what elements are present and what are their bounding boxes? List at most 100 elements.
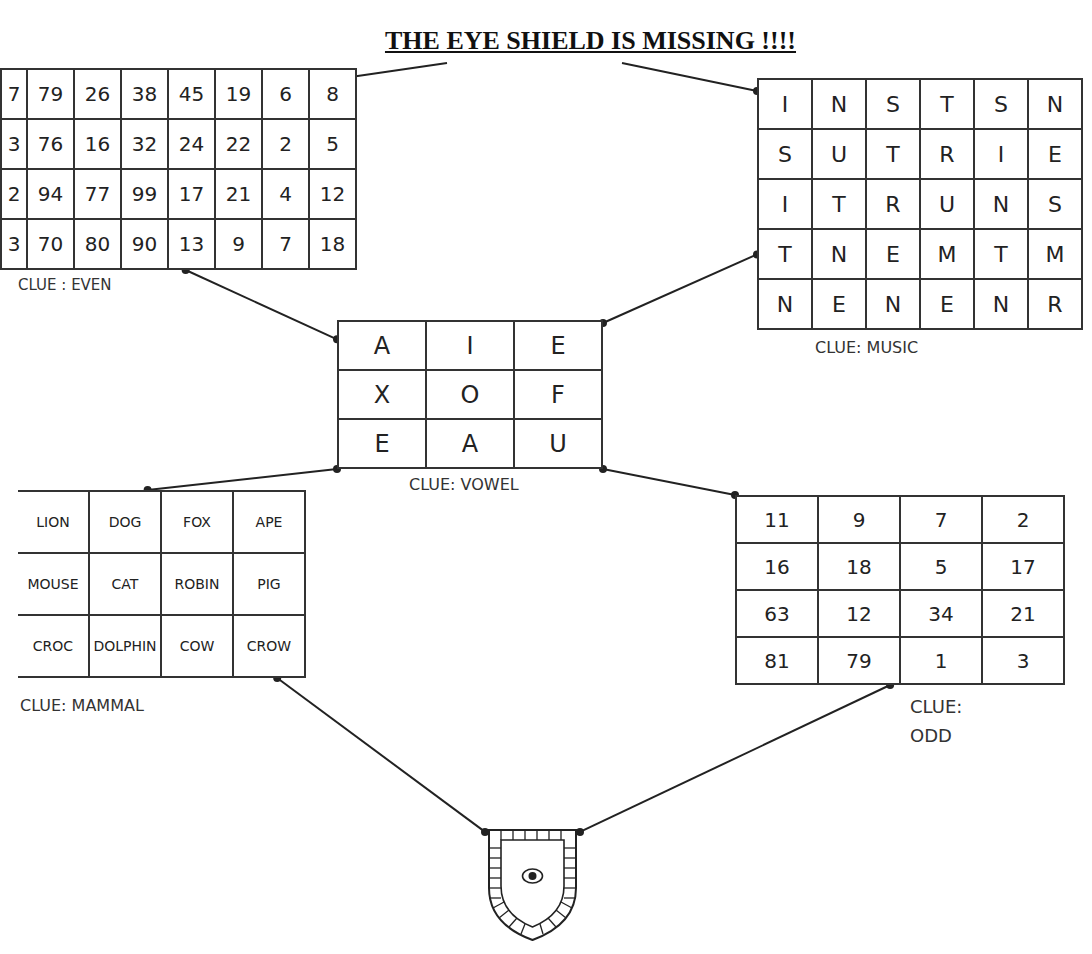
grid-cell: 7 [2, 70, 26, 118]
grid-cell: APE [234, 492, 304, 552]
grid-cell: 18 [310, 220, 355, 268]
number-grid: 7792638451968376163224222529477991721412… [0, 68, 357, 270]
clue-label: CLUE: MAMMAL [20, 696, 306, 715]
grid-cell: T [975, 230, 1027, 278]
connector-line [580, 685, 890, 832]
grid-cell: 7 [263, 220, 308, 268]
grid-cell: R [867, 180, 919, 228]
grid-cell: 80 [75, 220, 120, 268]
grid-cell: N [1029, 80, 1081, 128]
grid-cell: 7 [901, 497, 981, 542]
clue-label: CLUE: ODD [910, 693, 982, 751]
grid-cell: DOLPHIN [90, 616, 160, 676]
grid-cell: 8 [310, 70, 355, 118]
grid-cell: 17 [983, 544, 1063, 589]
grid-cell: I [759, 180, 811, 228]
grid-cell: CROC [18, 616, 88, 676]
grid-cell: COW [162, 616, 232, 676]
grid-cell: E [339, 420, 425, 467]
animal-grid: LIONDOGFOXAPEMOUSECATROBINPIGCROCDOLPHIN… [18, 490, 306, 678]
grid-cell: I [759, 80, 811, 128]
clue-label: CLUE : EVEN [18, 276, 357, 294]
grid-cell: A [427, 420, 513, 467]
grid-cell: 3 [2, 120, 26, 168]
grid-cell: CAT [90, 554, 160, 614]
grid-cell: 77 [75, 170, 120, 218]
title: THE EYE SHIELD IS MISSING !!!! [338, 26, 843, 56]
grid-cell: N [813, 230, 865, 278]
grid-cell: 26 [75, 70, 120, 118]
grid-cell: 63 [737, 591, 817, 636]
grid-cell: A [339, 322, 425, 369]
connector-line [148, 469, 337, 490]
grid-cell: 38 [122, 70, 167, 118]
grid-cell: 21 [983, 591, 1063, 636]
connector-line [186, 270, 337, 339]
grid-cell: R [921, 130, 973, 178]
grid-cell: N [975, 180, 1027, 228]
grid-cell: U [921, 180, 973, 228]
grid-cell: T [813, 180, 865, 228]
grid-cell: E [921, 280, 973, 328]
grid-cell: 34 [901, 591, 981, 636]
grid-cell: U [813, 130, 865, 178]
grid-cell: T [759, 230, 811, 278]
grid-cell: E [813, 280, 865, 328]
grid-cell: I [427, 322, 513, 369]
vowel-grid: AIEXOFEAU [337, 320, 603, 469]
grid-cell: S [867, 80, 919, 128]
grid-cell: 5 [901, 544, 981, 589]
grid-cell: 12 [310, 170, 355, 218]
clue-label: CLUE: VOWEL [409, 475, 603, 494]
grid-cell: 70 [28, 220, 73, 268]
grid-cell: S [975, 80, 1027, 128]
grid-cell: N [759, 280, 811, 328]
connector-dot [576, 828, 584, 836]
grid-cell: 3 [983, 638, 1063, 683]
grid-cell: N [867, 280, 919, 328]
grid-cell: 90 [122, 220, 167, 268]
connector-line [603, 469, 735, 495]
grid-cell: N [975, 280, 1027, 328]
grid-cell: N [813, 80, 865, 128]
grid-cell: 17 [169, 170, 214, 218]
grid-cell: 32 [122, 120, 167, 168]
animal-grid-node: LIONDOGFOXAPEMOUSECATROBINPIGCROCDOLPHIN… [18, 490, 306, 715]
grid-cell: 4 [263, 170, 308, 218]
grid-cell: 16 [75, 120, 120, 168]
grid-cell: PIG [234, 554, 304, 614]
grid-cell: 79 [28, 70, 73, 118]
grid-cell: 79 [819, 638, 899, 683]
grid-cell: M [1029, 230, 1081, 278]
grid-cell: I [975, 130, 1027, 178]
letter-grid: INSTSNSUTRIEITRUNSTNEMTMNENENR [757, 78, 1083, 330]
grid-cell: E [1029, 130, 1081, 178]
grid-cell: 2 [263, 120, 308, 168]
title-leader [622, 63, 757, 91]
connector-line [277, 678, 485, 832]
grid-cell: 6 [263, 70, 308, 118]
grid-cell: MOUSE [18, 554, 88, 614]
grid-cell: R [1029, 280, 1081, 328]
grid-cell: 9 [216, 220, 261, 268]
grid-cell: 18 [819, 544, 899, 589]
grid-cell: 16 [737, 544, 817, 589]
grid-cell: M [921, 230, 973, 278]
grid-cell: 12 [819, 591, 899, 636]
grid-cell: CROW [234, 616, 304, 676]
grid-cell: 99 [122, 170, 167, 218]
connector-line [603, 254, 757, 323]
grid-cell: T [921, 80, 973, 128]
grid-cell: 2 [2, 170, 26, 218]
grid-cell: 24 [169, 120, 214, 168]
grid-cell: 3 [2, 220, 26, 268]
grid-cell: 19 [216, 70, 261, 118]
number-grid: 11972161851763123421817913 [735, 495, 1065, 685]
vowel-grid-node: AIEXOFEAUCLUE: VOWEL [337, 320, 603, 494]
grid-cell: ROBIN [162, 554, 232, 614]
connector-dot [481, 828, 489, 836]
grid-cell: 45 [169, 70, 214, 118]
grid-cell: 2 [983, 497, 1063, 542]
number-grid-node: 11972161851763123421817913CLUE: ODD [735, 495, 1065, 751]
grid-cell: 1 [901, 638, 981, 683]
